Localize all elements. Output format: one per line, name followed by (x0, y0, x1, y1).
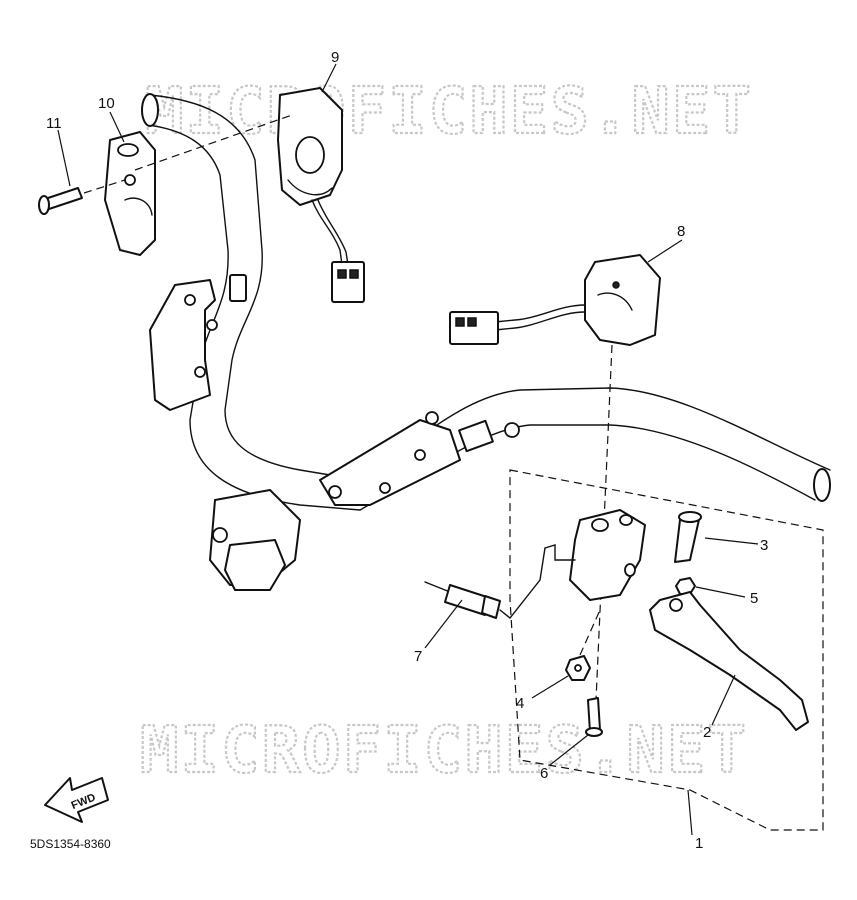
callout-8: 8 (677, 223, 685, 240)
watermark-top: MICROFICHES.NET (145, 75, 753, 149)
callout-7: 7 (414, 648, 422, 665)
callout-10: 10 (98, 95, 115, 112)
callout-1: 1 (695, 835, 703, 852)
handlebar (141, 93, 831, 591)
callout-6: 6 (540, 765, 548, 782)
part-8-switch (449, 254, 661, 346)
part-2-lever (649, 591, 809, 731)
part-3-bolt (674, 511, 702, 563)
lever-holder (544, 509, 646, 601)
callout-11: 11 (46, 115, 62, 132)
part-10-switch-housing (104, 131, 156, 256)
callout-labels: 1 2 3 4 5 6 7 8 9 10 11 (46, 49, 768, 852)
callout-3: 3 (760, 537, 768, 554)
part-4-nut (565, 655, 591, 681)
forward-direction-arrow: FWD (44, 777, 109, 823)
part-6-bolt (585, 697, 603, 737)
callout-leaders (57, 63, 759, 836)
part-11-screw (38, 187, 83, 215)
watermark-bottom: MICROFICHES.NET (140, 714, 748, 788)
diagram-code: 5DS1354-8360 (30, 837, 111, 851)
callout-4: 4 (516, 695, 524, 712)
assembly-boundary (509, 469, 824, 831)
part-9-switch-housing (277, 87, 365, 303)
part-5-nut (675, 577, 696, 595)
callout-9: 9 (331, 49, 339, 66)
part-7-switch (424, 547, 546, 619)
callout-5: 5 (750, 590, 758, 607)
callout-2: 2 (703, 724, 711, 741)
